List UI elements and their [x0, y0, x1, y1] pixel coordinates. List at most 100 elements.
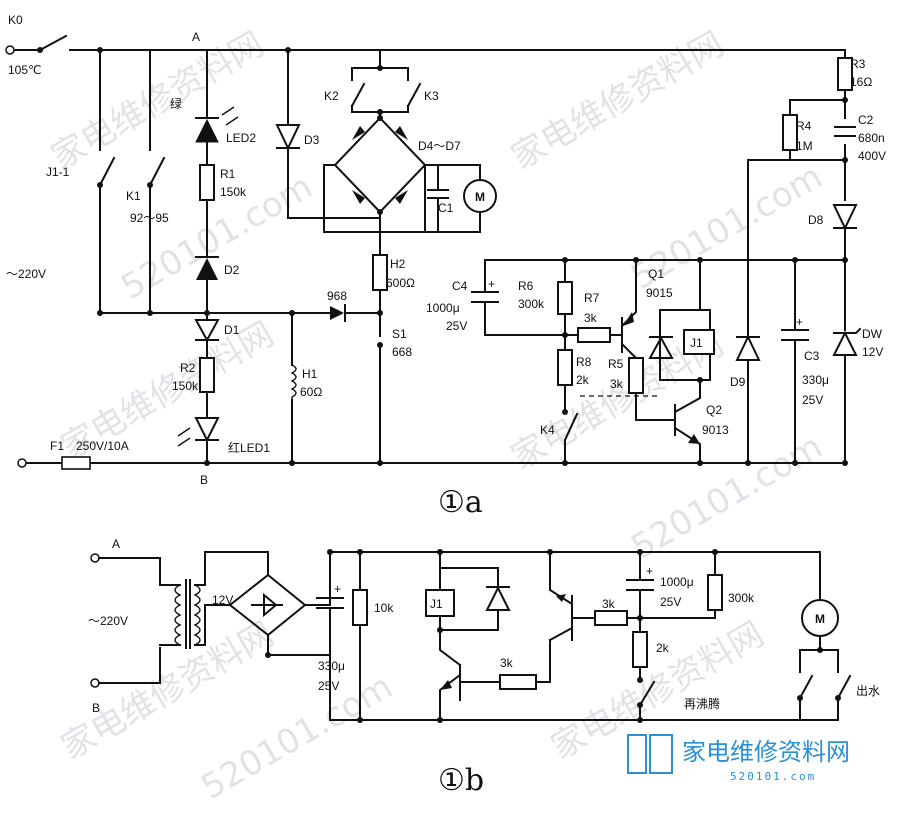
label-cap-value: 330μ [318, 659, 345, 673]
bridge-d4-d7 [333, 116, 427, 214]
transformer-core [185, 579, 191, 649]
resistor-3k-pnp [594, 610, 628, 626]
label-node-a: A [192, 30, 200, 44]
motor-wire [424, 164, 481, 233]
secondary-wire [159, 551, 269, 646]
driver-arrow [440, 680, 452, 690]
label-10k: 10k [374, 601, 394, 615]
watermark-text: 家电维修资料网 [505, 24, 731, 178]
figure-a: K0 105℃ A F1 250V/10A B ～220V J1-1 K1 92… [5, 13, 886, 520]
label-j1-1: J1-1 [46, 165, 70, 179]
node-dot [377, 65, 383, 71]
label-r5: R5 [608, 357, 624, 371]
base-link-wire [535, 639, 551, 683]
terminal-b-left [17, 458, 27, 468]
label-k2: K2 [324, 89, 339, 103]
label-d3: D3 [304, 133, 320, 147]
switch-j1-1 [98, 156, 116, 187]
switch-outlet-1 [798, 674, 814, 700]
led1-light-arrows [177, 427, 191, 447]
diode-d3 [275, 124, 301, 151]
site-logo: 家电维修资料网 520101.com [627, 734, 850, 783]
label-s1: S1 [392, 327, 407, 341]
label-q2: Q2 [706, 403, 722, 417]
switch-k3 [406, 82, 422, 108]
watermark-url: 520101.com [625, 427, 830, 568]
label-fuse-value: 250V/10A [76, 439, 129, 453]
diode-d2 [196, 258, 218, 280]
label-r5-value: 3k [610, 377, 624, 391]
label-c2-voltage: 400V [858, 149, 886, 163]
watermark-text: 家电维修资料网 [45, 24, 271, 178]
motor-icon [463, 179, 497, 213]
transistor-q2 [673, 379, 701, 464]
resistor-r7 [577, 327, 611, 343]
node-dot [437, 717, 443, 723]
label-c4-value: 1000μ [426, 301, 460, 315]
label-q1: Q1 [648, 267, 664, 281]
bridge-diode-symbol [251, 592, 283, 618]
terminal-a-left [5, 45, 15, 55]
label-cap-plus: + [334, 582, 341, 596]
label-k1: K1 [126, 189, 141, 203]
label-k0-temp: 105℃ [8, 63, 42, 77]
label-r1-value: 150k [220, 185, 247, 199]
label-968: 968 [327, 289, 347, 303]
label-node-a: A [112, 537, 120, 551]
label-d1: D1 [224, 323, 240, 337]
bridge-diode-4 [352, 190, 365, 204]
node-dot [562, 409, 568, 415]
node-dot [357, 549, 363, 555]
node-dot [377, 109, 383, 115]
q1-arrow [623, 312, 634, 326]
capacitor-c3 [781, 259, 809, 464]
relay-j1 [683, 329, 715, 355]
node-dot [289, 460, 295, 466]
resistor-r8 [557, 349, 573, 386]
label-node-b: B [200, 473, 208, 487]
label-c3-value: 330μ [802, 373, 829, 387]
label-motor: M [815, 612, 825, 626]
resistor-10k [352, 589, 368, 626]
label-k4: K4 [540, 423, 555, 437]
label-300k: 300k [728, 591, 755, 605]
resistor-2k [632, 631, 648, 668]
switch-k4 [563, 412, 579, 442]
label-k1-range: 92～95 [130, 211, 169, 225]
node-dot [562, 257, 568, 263]
node-dot [792, 460, 798, 466]
label-c4-plus: + [488, 277, 495, 291]
label-r8-value: 2k [576, 373, 590, 387]
label-c3-plus: + [796, 315, 803, 329]
node-dot [289, 310, 295, 316]
label-h1: H1 [302, 367, 318, 381]
capacitor-1000u [626, 551, 654, 619]
node-dot [697, 257, 703, 263]
node-dot [37, 47, 43, 53]
node-dot [97, 182, 103, 188]
label-reboil: 再沸腾 [684, 696, 720, 711]
node-dot [204, 460, 210, 466]
label-node-b: B [92, 701, 100, 715]
zener-dw-bar [833, 327, 862, 334]
figure-b-caption: ①b [438, 763, 484, 798]
watermark-url: 520101.com [195, 667, 400, 808]
label-h1-value: 60Ω [300, 385, 322, 399]
label-j1: J1 [430, 597, 443, 611]
node-dot [797, 695, 803, 701]
bridge-diode-2 [395, 190, 408, 204]
label-3k-pnp: 3k [602, 597, 616, 611]
label-r3: R3 [850, 57, 866, 71]
terminal-b [90, 678, 100, 688]
node-dot [377, 115, 383, 121]
switch-reboil [638, 680, 656, 707]
node-dot [637, 549, 643, 555]
transistor-driver [439, 629, 501, 721]
diode-flyback [485, 585, 511, 611]
label-3k-base: 3k [500, 656, 514, 670]
diode-d8 [832, 204, 858, 231]
resistor-r3 [837, 57, 853, 91]
node-dot [437, 549, 443, 555]
node-dot [377, 310, 383, 316]
